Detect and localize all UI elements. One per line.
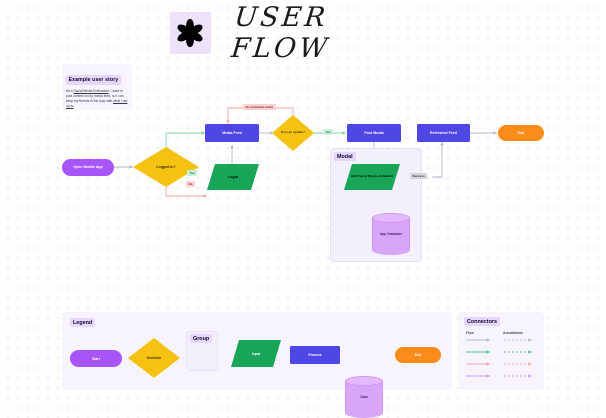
connectors-samples	[466, 338, 532, 378]
node-app-database-label: App Database	[379, 232, 403, 236]
connectors-title: Connectors	[464, 317, 500, 326]
legend-item-data[interactable]: Data	[345, 376, 383, 418]
node-login-shape	[207, 164, 259, 190]
connectors-col-annotations: Annotations	[503, 331, 523, 335]
node-add-text-photos[interactable]: Add Text & Photos & Submit	[344, 164, 400, 190]
node-post-an-update[interactable]: Post an update?	[272, 115, 314, 151]
legend-item-process-label: Process	[308, 353, 322, 357]
node-refreshed-feed[interactable]: Refreshed Feed	[417, 124, 470, 142]
node-post-an-update-shape	[272, 115, 314, 151]
legend-decision-shape	[128, 338, 180, 378]
legend-item-data-label: Data	[360, 395, 368, 399]
cylinder-top	[372, 213, 410, 223]
legend-item-group-label: Group	[190, 334, 213, 343]
cylinder-bottom	[372, 245, 410, 255]
legend-item-end[interactable]: End	[395, 347, 441, 363]
node-add-text-photos-shape	[344, 164, 400, 190]
edge-success-to-refreshed-feed	[432, 142, 444, 178]
node-media-feed[interactable]: Media Feed	[205, 124, 259, 142]
node-post-modal-label: Post Modal	[364, 130, 384, 135]
legend-item-input-label: Input	[251, 351, 261, 356]
node-end-label: End	[517, 130, 525, 135]
group-modal-label: Modal	[334, 152, 356, 161]
user-story-body: As a Social Media Enthusiast, I want to …	[66, 89, 128, 109]
cylinder-side	[372, 218, 410, 250]
user-story-link[interactable]: what I am up to	[66, 99, 128, 109]
edge-label-yes-post-update: Yes	[323, 129, 334, 135]
edge-label-no-logged-in: No	[186, 181, 195, 187]
user-story-end: .	[73, 104, 75, 109]
legend-item-input[interactable]: Input	[231, 340, 281, 367]
node-app-database[interactable]: App Database	[372, 213, 410, 255]
legend-item-process[interactable]: Process	[290, 346, 340, 364]
legend-cylinder-side	[345, 381, 383, 413]
flower-asterisk-icon	[177, 18, 203, 48]
edge-label-success: Success	[410, 173, 428, 179]
legend-item-end-label: End	[414, 353, 422, 357]
node-login-label: Login	[228, 174, 238, 179]
connectors-col-flow: Flow	[466, 331, 474, 335]
legend-input-shape	[231, 340, 281, 367]
node-login[interactable]: Login	[207, 164, 259, 190]
user-story-title: Example user story	[66, 75, 121, 85]
legend-title: Legend	[70, 318, 96, 327]
node-logged-in-shape	[133, 147, 199, 187]
legend-cylinder-top	[345, 376, 383, 386]
user-story-card: Example user story As a Social Media Ent…	[62, 64, 132, 110]
edge-label-yes-logged-in: Yes	[187, 170, 198, 176]
node-open-mobile-app[interactable]: Open Mobile App	[62, 159, 114, 176]
node-end[interactable]: End	[498, 125, 544, 141]
node-refreshed-feed-label: Refreshed Feed	[430, 130, 457, 135]
user-story-lead: As a	[66, 89, 74, 93]
node-media-feed-label: Media Feed	[222, 130, 242, 135]
node-post-modal[interactable]: Post Modal	[347, 124, 401, 142]
node-post-an-update-label: Post an update?	[280, 130, 306, 135]
user-story-role: Social Media Enthusiast	[73, 89, 109, 93]
page-title-block: USER FLOW	[170, 2, 430, 64]
node-logged-in[interactable]: Logged in?	[133, 147, 199, 187]
node-open-mobile-app-label: Open Mobile App	[73, 165, 103, 170]
page-title: USER FLOW	[229, 2, 332, 64]
user-story-rest: , I want to post content to my media fee…	[66, 89, 124, 104]
legend-item-decision-label: Decision	[146, 356, 162, 360]
legend-item-decision[interactable]: Decision	[128, 338, 180, 378]
legend-item-start[interactable]: Start	[70, 350, 122, 367]
node-logged-in-label: Logged in?	[156, 164, 176, 169]
node-add-text-photos-label: Add Text & Photos & Submit	[351, 174, 393, 179]
cylinder-body	[372, 218, 410, 250]
logo-tile	[170, 12, 211, 54]
legend-item-start-label: Start	[92, 356, 100, 361]
edge-label-no-animates-back: No (animates back)	[243, 104, 276, 110]
